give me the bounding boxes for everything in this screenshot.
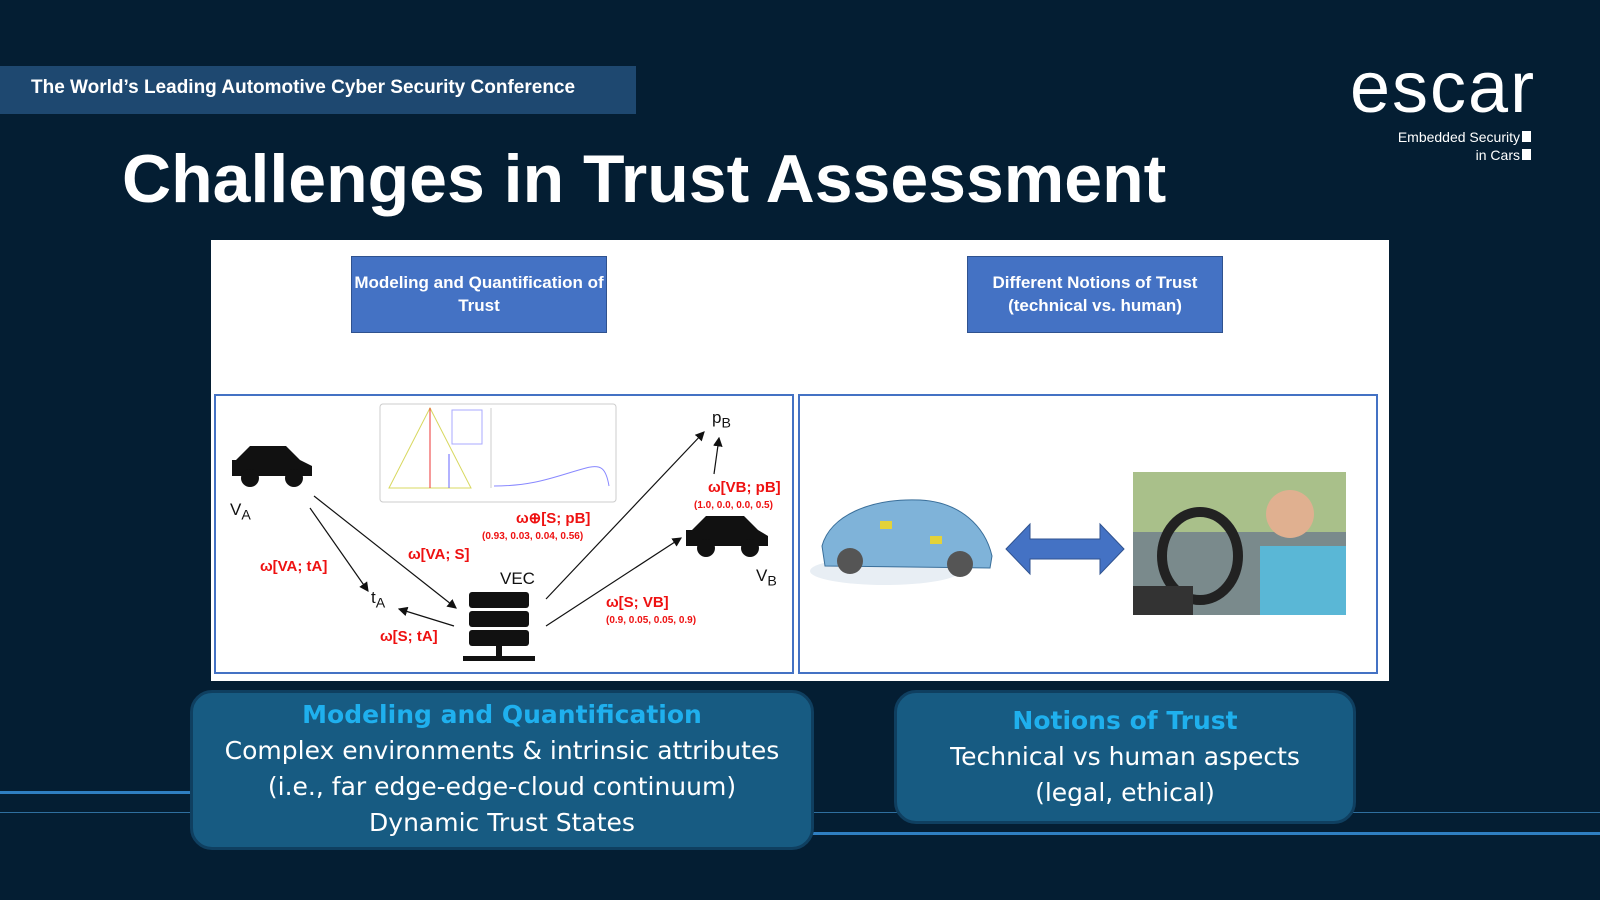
notions-heading: Notions of Trust bbox=[1012, 706, 1238, 735]
notions-box: Notions of Trust Technical vs human aspe… bbox=[894, 690, 1356, 824]
modeling-line: (i.e., far edge-edge-cloud continuum) bbox=[267, 772, 737, 801]
logo-square bbox=[1522, 149, 1531, 160]
notions-line: Technical vs human aspects bbox=[950, 742, 1300, 771]
label-va: VA bbox=[230, 500, 251, 524]
notions-figure bbox=[798, 394, 1378, 674]
decor-line bbox=[0, 791, 200, 794]
header-modeling: Modeling and Quantification of Trust bbox=[351, 256, 607, 333]
w-vb-pb: ω[VB; pB] bbox=[708, 479, 781, 496]
decor-line bbox=[800, 832, 1600, 835]
label-vec: VEC bbox=[500, 569, 535, 588]
figure-panel: Modeling and Quantification of Trust Dif… bbox=[211, 240, 1389, 681]
conference-banner: The World’s Leading Automotive Cyber Sec… bbox=[0, 66, 636, 114]
trust-diagram: VA tA VEC pB VB ω[VA; tA] ω[VA; S] ω[S; … bbox=[214, 394, 794, 674]
header-notions: Different Notions of Trust (technical vs… bbox=[967, 256, 1223, 333]
w-vb-pb-values: (1.0, 0.0, 0.0, 0.5) bbox=[694, 500, 773, 511]
modeling-heading: Modeling and Quantification bbox=[302, 700, 702, 729]
w-s-vb: ω[S; VB] bbox=[606, 594, 669, 611]
double-arrow-icon bbox=[1005, 522, 1125, 576]
car-icon bbox=[232, 446, 312, 487]
logo-line1: Embedded Security bbox=[1397, 129, 1520, 145]
escar-logo: escar Embedded Security in Cars bbox=[1350, 52, 1560, 168]
server-icon bbox=[463, 592, 535, 661]
plot-thumbnail bbox=[379, 403, 617, 503]
driver-photo bbox=[1133, 472, 1346, 615]
modeling-line: Complex environments & intrinsic attribu… bbox=[224, 736, 780, 765]
slide-title: Challenges in Trust Assessment bbox=[122, 141, 1167, 217]
logo-square bbox=[1522, 131, 1531, 142]
xray-car-image bbox=[810, 499, 993, 585]
diagram-arrows bbox=[232, 403, 768, 661]
modeling-line: Dynamic Trust States bbox=[369, 808, 635, 837]
modeling-box: Modeling and Quantification Complex envi… bbox=[190, 690, 814, 850]
w-va-ta: ω[VA; tA] bbox=[260, 558, 328, 575]
notions-line: (legal, ethical) bbox=[1035, 778, 1215, 807]
car-icon bbox=[686, 516, 768, 557]
logo-line2: in Cars bbox=[1475, 147, 1520, 163]
w-va-s: ω[VA; S] bbox=[408, 546, 470, 563]
w-s-vb-values: (0.9, 0.05, 0.05, 0.9) bbox=[606, 615, 697, 626]
label-pb: pB bbox=[712, 408, 731, 432]
label-ta: tA bbox=[371, 588, 386, 612]
logo-word: escar bbox=[1350, 48, 1537, 128]
notions-art bbox=[810, 472, 1346, 615]
w-s-pb-values: (0.93, 0.03, 0.04, 0.56) bbox=[482, 531, 584, 542]
w-s-ta: ω[S; tA] bbox=[380, 628, 438, 645]
w-s-pb: ω⊕[S; pB] bbox=[516, 510, 591, 527]
label-vb: VB bbox=[756, 566, 777, 590]
